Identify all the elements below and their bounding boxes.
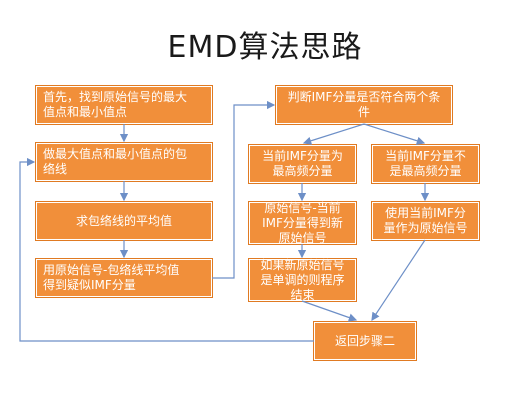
- case-highest-frequency: 当前IMF分量为 最高频分量: [249, 145, 356, 183]
- step-find-extrema: 首先，找到原始信号的最大 值点和最小值点: [36, 86, 212, 124]
- step-envelope: 做最大值点和最小值点的包 络线: [36, 143, 212, 181]
- step-monotonic-end: 如果新原始信号 是单调的则程序 结束: [249, 258, 356, 302]
- arrow-n5-n6: [302, 123, 365, 145]
- step-check-conditions: 判断IMF分量是否符合两个条 件: [276, 86, 452, 124]
- case-not-highest-frequency: 当前IMF分量不 是最高频分量: [372, 145, 479, 183]
- arrow-n10-n11: [301, 300, 358, 322]
- step-candidate-imf: 用原始信号-包络线平均值 得到疑似IMF分量: [36, 259, 212, 297]
- step-return-to-two: 返回步骤二: [314, 322, 416, 360]
- arrow-n9-n11: [371, 239, 426, 322]
- arrow-n5-n7: [363, 123, 426, 145]
- step-new-original-signal: 原始信号-当前 IMF分量得到新 原始信号: [249, 201, 356, 245]
- arrow-n4-n5: [212, 100, 276, 279]
- diagram-title: EMD算法思路: [167, 30, 363, 65]
- step-use-imf-as-signal: 使用当前IMF分 量作为原始信号: [372, 202, 479, 240]
- arrow-n11-n2: [19, 157, 314, 342]
- step-envelope-mean: 求包络线的平均值: [36, 202, 212, 240]
